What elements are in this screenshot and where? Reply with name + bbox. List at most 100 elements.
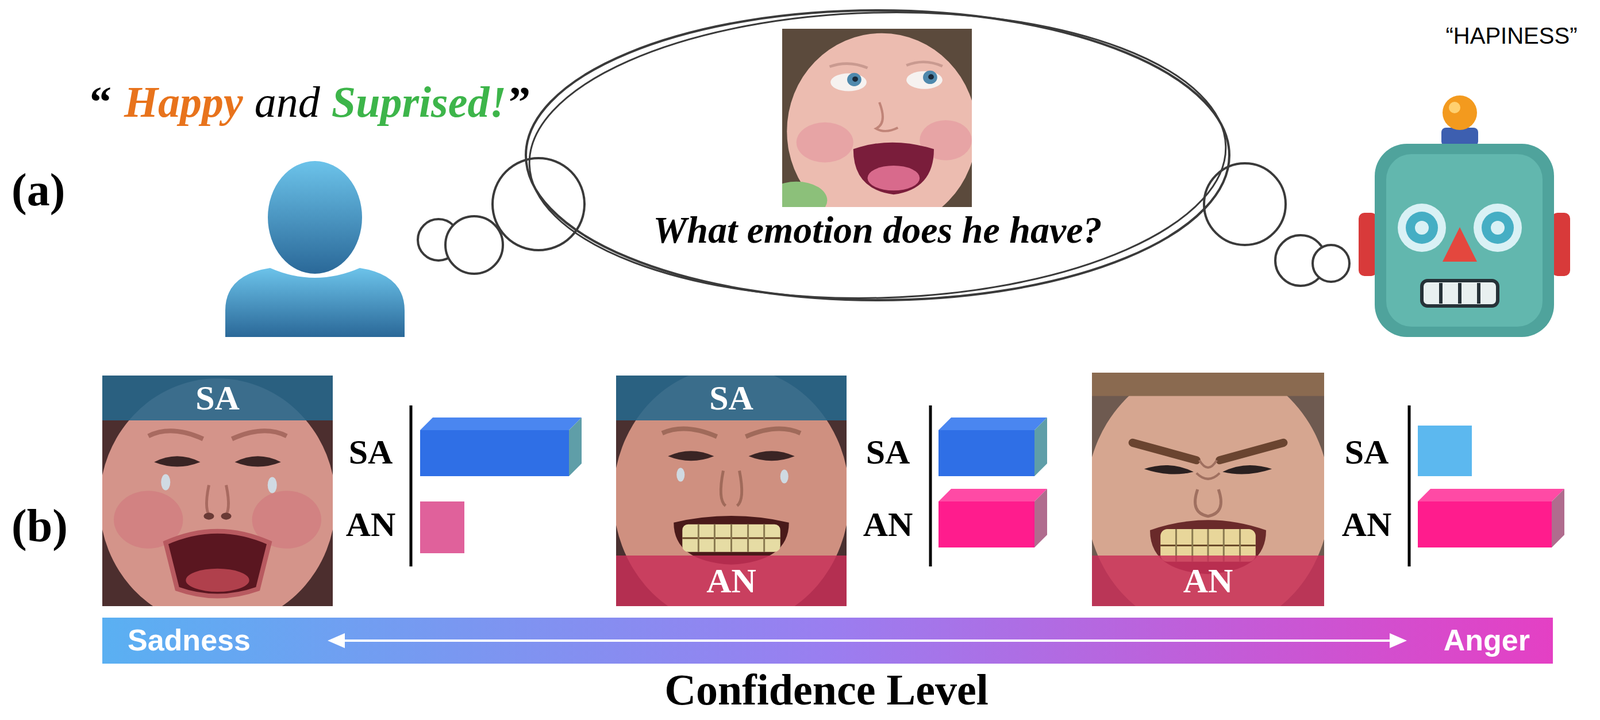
confidence-bars	[410, 405, 582, 567]
robot-icon	[1414, 220, 1429, 235]
angry-face-photo	[1091, 372, 1325, 606]
sad-face-photo	[235, 455, 282, 467]
robot-icon	[1473, 203, 1522, 252]
emotion-band: SA	[616, 375, 847, 421]
confidence-scale: Sadness Anger	[102, 617, 1553, 664]
bubble-outline	[525, 10, 1230, 300]
confidence-bars	[1417, 501, 1552, 548]
sad-face-photo	[232, 430, 287, 439]
mixed-face-photo	[697, 524, 700, 552]
mixed-face-photo	[763, 524, 765, 552]
scale-end-label: Sadness	[127, 623, 251, 657]
robot-answer: “HAPINESS”	[1445, 22, 1578, 49]
sad-face-photo	[206, 484, 212, 517]
confidence-bars	[938, 488, 1048, 502]
baby-photo	[765, 28, 977, 230]
confidence-bars	[420, 501, 465, 553]
panel-letter: (a)	[11, 164, 65, 215]
baby-photo	[906, 71, 943, 90]
thought-circle	[1312, 244, 1350, 282]
baby-photo	[829, 63, 868, 69]
bar-label: SA	[866, 432, 911, 471]
baby-photo	[786, 33, 972, 207]
sad-face-photo	[223, 484, 229, 517]
arrow-head	[327, 632, 345, 648]
thought-circle	[417, 158, 1350, 286]
confidence-bars	[420, 429, 569, 476]
sad-face-photo	[267, 476, 278, 493]
baby-photo	[853, 142, 934, 195]
person-icon	[225, 160, 405, 337]
robot-icon	[1477, 282, 1481, 304]
quote-line: “HappyandSuprised!”	[89, 78, 531, 127]
robot-icon	[1442, 95, 1478, 130]
confidence-bars	[568, 417, 582, 476]
confidence-bars	[938, 501, 1035, 548]
bubble-outline	[521, 5, 1234, 305]
emotion-tag: AN	[1183, 561, 1234, 600]
thought-circle	[1204, 163, 1286, 245]
robot-icon	[1551, 212, 1571, 276]
mixed-face-photo	[613, 366, 850, 626]
confidence-bars	[930, 405, 1048, 567]
double-arrow	[102, 617, 1553, 664]
person-icon	[225, 267, 405, 337]
human-answer: and	[254, 78, 321, 127]
confidence-bars	[1034, 488, 1048, 548]
baby-photo	[922, 70, 938, 84]
mixed-face-photo	[667, 450, 714, 461]
baby-photo	[830, 73, 867, 92]
bar-label: AN	[863, 505, 914, 544]
baby-photo	[906, 62, 943, 67]
mixed-face-photo	[780, 468, 789, 483]
sad-face-photo	[99, 375, 336, 626]
confidence-bars	[1408, 405, 1411, 567]
baby-photo	[796, 122, 854, 163]
mixed-face-photo	[713, 524, 716, 552]
confidence-bars	[938, 417, 1048, 430]
bar-label: SA	[348, 432, 394, 471]
confidence-bars	[420, 417, 582, 430]
robot-icon	[1358, 95, 1571, 337]
bar-label: SA	[1344, 432, 1390, 471]
sad-face-photo	[203, 512, 214, 520]
baby-photo	[867, 165, 921, 191]
robot-icon	[1442, 227, 1478, 262]
confidence-bars	[1551, 488, 1565, 548]
robot-icon	[1448, 101, 1461, 114]
emotion-band: AN	[1091, 555, 1325, 606]
angry-face-photo	[1144, 464, 1194, 475]
angry-face-photo	[1219, 442, 1284, 460]
mixed-face-photo	[730, 524, 733, 552]
mixed-face-photo	[676, 467, 685, 482]
sad-face-photo	[221, 512, 232, 520]
sad-face-photo	[165, 531, 269, 596]
robot-icon	[1421, 280, 1498, 306]
confidence-bars	[409, 405, 413, 567]
robot-icon	[1441, 127, 1479, 146]
emotion-band: AN	[616, 555, 847, 606]
robot-icon	[1386, 154, 1543, 327]
emotion-tag: AN	[706, 561, 757, 600]
robot-icon	[1374, 143, 1555, 337]
thought-bubble: What emotion does he have?	[521, 5, 1234, 305]
mixed-face-photo	[682, 524, 780, 552]
scale-end-label: Anger	[1443, 623, 1530, 657]
angry-face-photo	[1199, 459, 1217, 468]
person-icon	[267, 160, 363, 274]
mixed-face-photo	[745, 428, 801, 437]
robot-icon	[1397, 203, 1446, 252]
sad-face-photo	[160, 473, 171, 490]
robot-icon	[1405, 211, 1438, 244]
angry-face-photo	[1222, 464, 1272, 475]
angry-face-photo	[1091, 372, 1325, 396]
emotion-band: SA	[102, 375, 333, 421]
angry-face-photo	[1196, 472, 1220, 479]
quote-mark: “	[89, 78, 112, 127]
robot-icon	[1358, 212, 1378, 276]
mixed-face-photo	[748, 450, 795, 461]
confidence-bars	[1409, 405, 1565, 567]
angry-face-photo	[1195, 489, 1222, 517]
human-answer: Happy	[124, 78, 244, 127]
confidence-bars	[1417, 488, 1565, 502]
